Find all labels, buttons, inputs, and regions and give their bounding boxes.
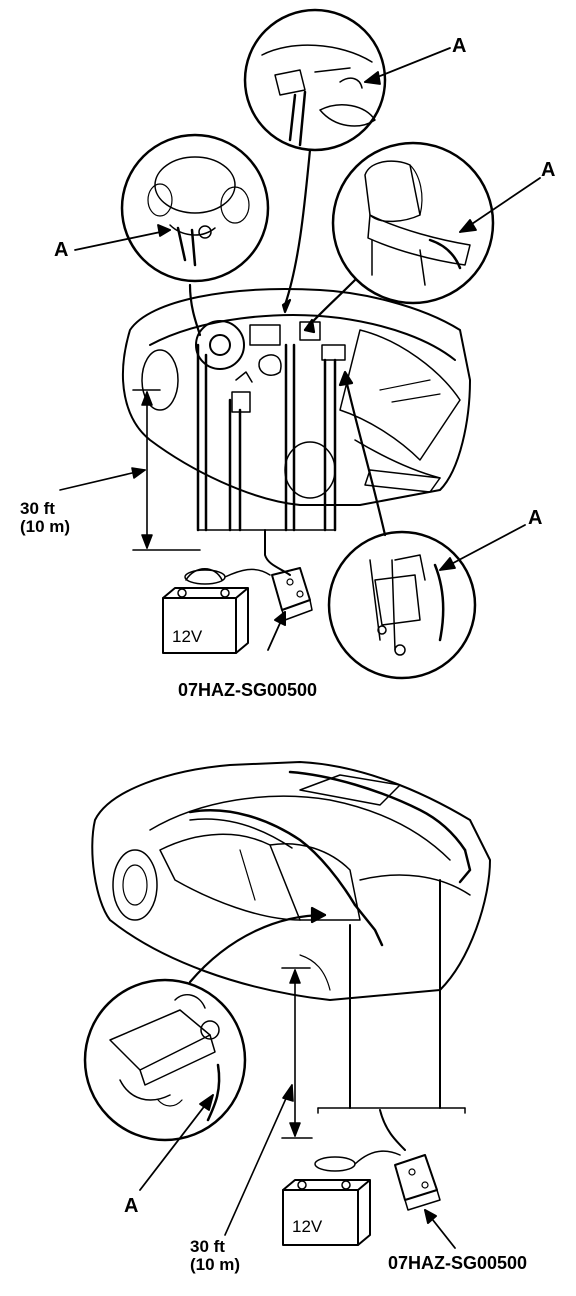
- zoom-circle-side-airbag: [331, 141, 495, 305]
- top-battery: [162, 568, 271, 654]
- callout-a-passenger: A: [452, 35, 467, 57]
- bottom-curtain-airbag: [188, 770, 472, 947]
- bottom-deployment-tool: [394, 1154, 456, 1249]
- bottom-car-outline: [91, 761, 491, 1001]
- bottom-tool-label: 07HAZ-SG00500: [388, 1253, 528, 1273]
- top-distance-m: (10 m): [20, 516, 71, 536]
- bottom-callout-arrow: [139, 1094, 214, 1191]
- bottom-wire-harness: [317, 879, 466, 1151]
- zoom-circle-driver-airbag: [120, 133, 270, 283]
- callout-a-lower: A: [528, 507, 543, 529]
- callout-a-driver: A: [54, 239, 69, 261]
- bottom-distance-ft: 30 ft: [190, 1237, 225, 1256]
- bottom-battery-label: 12V: [292, 1217, 323, 1236]
- zoom-circle-curtain-inflator: [83, 978, 247, 1142]
- bottom-distance-m: (10 m): [190, 1254, 241, 1274]
- top-car-outline: [121, 288, 471, 506]
- top-leader-lines: [188, 148, 387, 537]
- callout-a-curtain: A: [124, 1195, 139, 1217]
- top-distance-dimension: [59, 389, 201, 551]
- zoom-circle-passenger-airbag: [243, 8, 387, 152]
- bottom-distance-label: 30 ft (10 m): [190, 1238, 240, 1274]
- bottom-leader-line: [188, 906, 327, 984]
- top-battery-label: 12V: [172, 627, 203, 646]
- bottom-figure: [83, 761, 491, 1249]
- callout-a-side: A: [541, 159, 556, 181]
- top-callout-arrows: [74, 47, 541, 571]
- bottom-battery: [282, 1150, 401, 1246]
- top-distance-ft: 30 ft: [20, 499, 55, 518]
- top-wire-harness: [196, 343, 337, 576]
- top-tool-label: 07HAZ-SG00500: [178, 680, 318, 700]
- zoom-circle-lower-airbag: [327, 530, 477, 680]
- top-figure: [59, 8, 541, 680]
- bottom-distance-dimension: [224, 967, 313, 1236]
- top-distance-label: 30 ft (10 m): [20, 500, 70, 536]
- top-deployment-tool: [267, 567, 313, 651]
